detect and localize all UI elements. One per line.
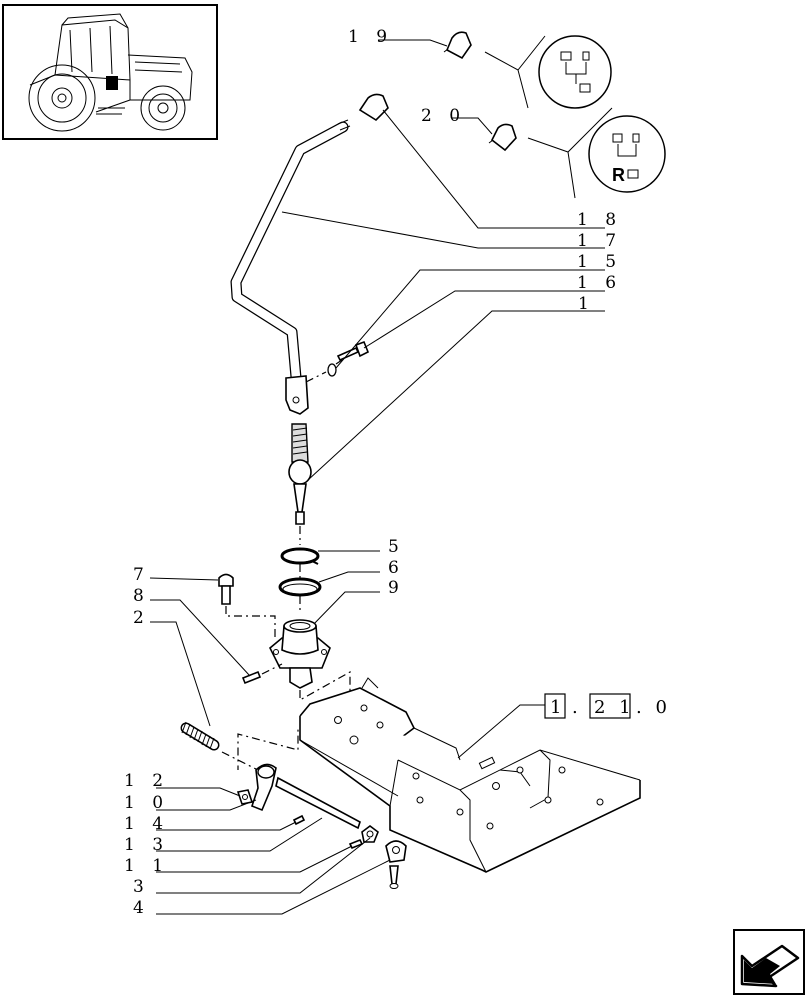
label-4: 4: [133, 898, 150, 918]
leader-19: [378, 39, 448, 47]
seal-ring-6: [278, 577, 322, 597]
label-17: 1 7: [577, 231, 622, 251]
gear-lever-17: [230, 93, 389, 415]
gearbox-cover-plate: [299, 677, 641, 873]
reference-box-b: 2 1: [594, 697, 635, 718]
shift-pattern-dial-a: [538, 35, 612, 109]
label-7: 7: [133, 565, 150, 585]
label-8: 8: [133, 586, 150, 606]
tractor-thumbnail-icon: [2, 4, 218, 140]
reference-1-21-0: 1 . 2 1 . 0: [457, 693, 671, 759]
pattern-pointer-a: [484, 35, 546, 109]
leader-15: [335, 269, 605, 369]
spring-2: [180, 721, 220, 751]
label-5: 5: [388, 537, 405, 557]
label-6: 6: [388, 558, 405, 578]
label-13: 1 3: [124, 835, 169, 855]
label-15: 1 5: [577, 252, 622, 272]
pin-11: [348, 838, 364, 850]
housing-9: [269, 619, 331, 689]
label-11: 1 1: [124, 856, 169, 876]
leader-12: [156, 787, 241, 797]
label-3: 3: [133, 877, 150, 897]
leader-17: [281, 211, 605, 249]
label-18: 1 8: [577, 210, 622, 230]
leader-3: [156, 837, 371, 894]
leader-1: [307, 310, 605, 481]
reference-dot: .: [572, 697, 582, 718]
leader-18: [382, 109, 605, 229]
label-2: 2: [133, 608, 150, 628]
label-9: 9: [388, 578, 405, 598]
shift-lever-10: [251, 763, 361, 830]
reference-box-a: 1: [550, 697, 565, 718]
label-1: 1: [578, 294, 595, 314]
label-12: 1 2: [124, 771, 169, 791]
shaft-1: [288, 423, 312, 525]
previous-page-arrow-icon[interactable]: [733, 929, 805, 995]
bolt-16: [336, 340, 370, 362]
label-16: 1 6: [577, 273, 622, 293]
socket-3: [385, 840, 407, 863]
leader-11: [156, 845, 353, 873]
label-19: 1 9: [348, 27, 393, 47]
washer-15: [327, 363, 337, 377]
leader-9: [309, 591, 380, 629]
pattern-pointer-b: [527, 107, 613, 199]
leader-2: [150, 621, 211, 727]
leader-4: [156, 859, 391, 915]
leader-13: [156, 817, 323, 852]
label-10: 1 0: [124, 793, 169, 813]
leader-14: [156, 821, 297, 831]
label-20: 2 0: [421, 106, 466, 126]
gear-knob-19: [443, 31, 472, 60]
leader-6: [318, 571, 380, 583]
pin-8: [241, 670, 262, 685]
leader-7: [149, 577, 219, 581]
leader-16: [363, 290, 605, 349]
label-14: 1 4: [124, 814, 169, 834]
ball-joint-13: [361, 825, 379, 843]
leader-20: [452, 117, 493, 135]
leader-10: [156, 799, 257, 811]
rod-end-4: [389, 865, 399, 889]
leader-8: [150, 599, 251, 677]
gear-knob-20: [488, 123, 517, 152]
bolt-7: [218, 573, 234, 605]
reference-suffix: . 0: [636, 697, 671, 718]
circlip-5: [280, 547, 320, 565]
reverse-indicator: R: [612, 165, 625, 185]
shift-pattern-dial-b: R: [588, 115, 666, 193]
